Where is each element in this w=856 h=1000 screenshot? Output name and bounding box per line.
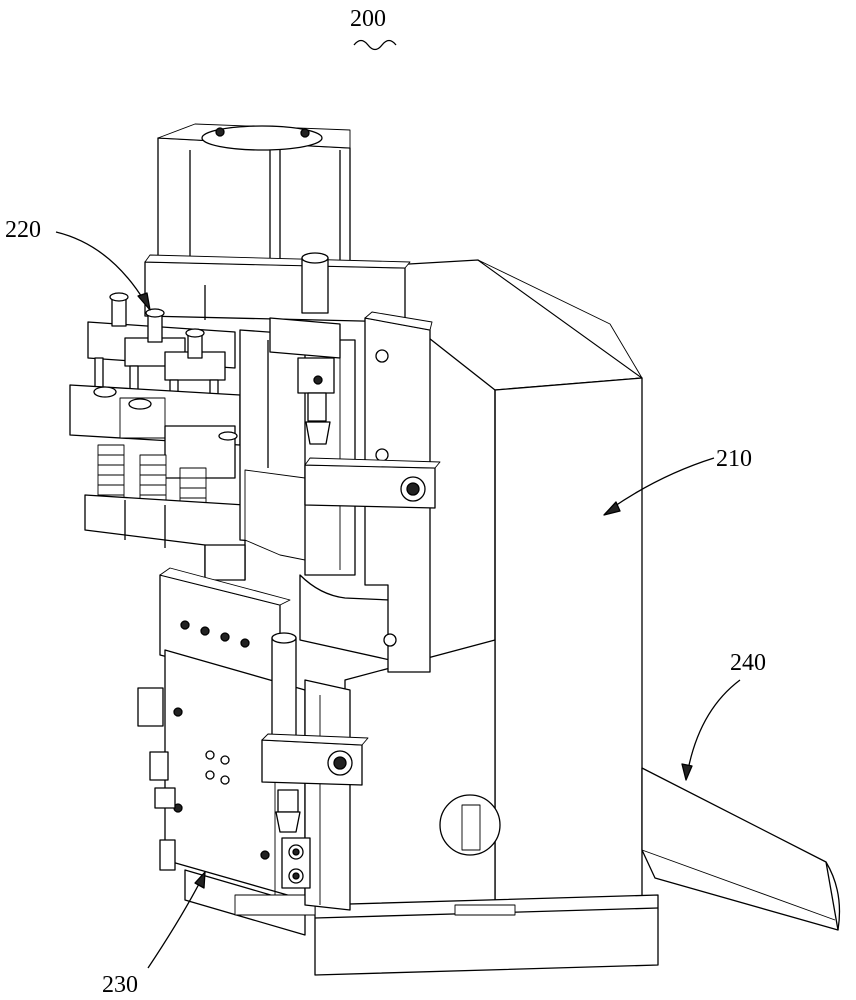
leader-210 xyxy=(611,457,715,509)
arrow-210 xyxy=(603,501,621,516)
leader-240 xyxy=(687,679,741,771)
label-230: 230 xyxy=(102,972,138,998)
label-220: 220 xyxy=(5,217,41,243)
discharge-chute xyxy=(641,767,841,931)
label-210: 210 xyxy=(716,446,752,472)
cylinder-mount xyxy=(144,254,411,323)
air-cylinder xyxy=(157,123,351,269)
leader-220 xyxy=(55,231,146,303)
label-240: 240 xyxy=(730,650,766,676)
main-housing xyxy=(314,259,659,976)
upper-ejector xyxy=(269,252,341,445)
clamp-group xyxy=(69,292,246,581)
arrow-220 xyxy=(137,292,151,311)
label-200: 200 xyxy=(350,6,386,32)
lower-slide xyxy=(137,567,369,936)
upper-clamp-block xyxy=(304,457,441,509)
arrow-230 xyxy=(194,871,206,889)
arrow-240 xyxy=(681,763,693,781)
label-200-wave xyxy=(353,39,397,51)
leader-230 xyxy=(147,881,201,969)
